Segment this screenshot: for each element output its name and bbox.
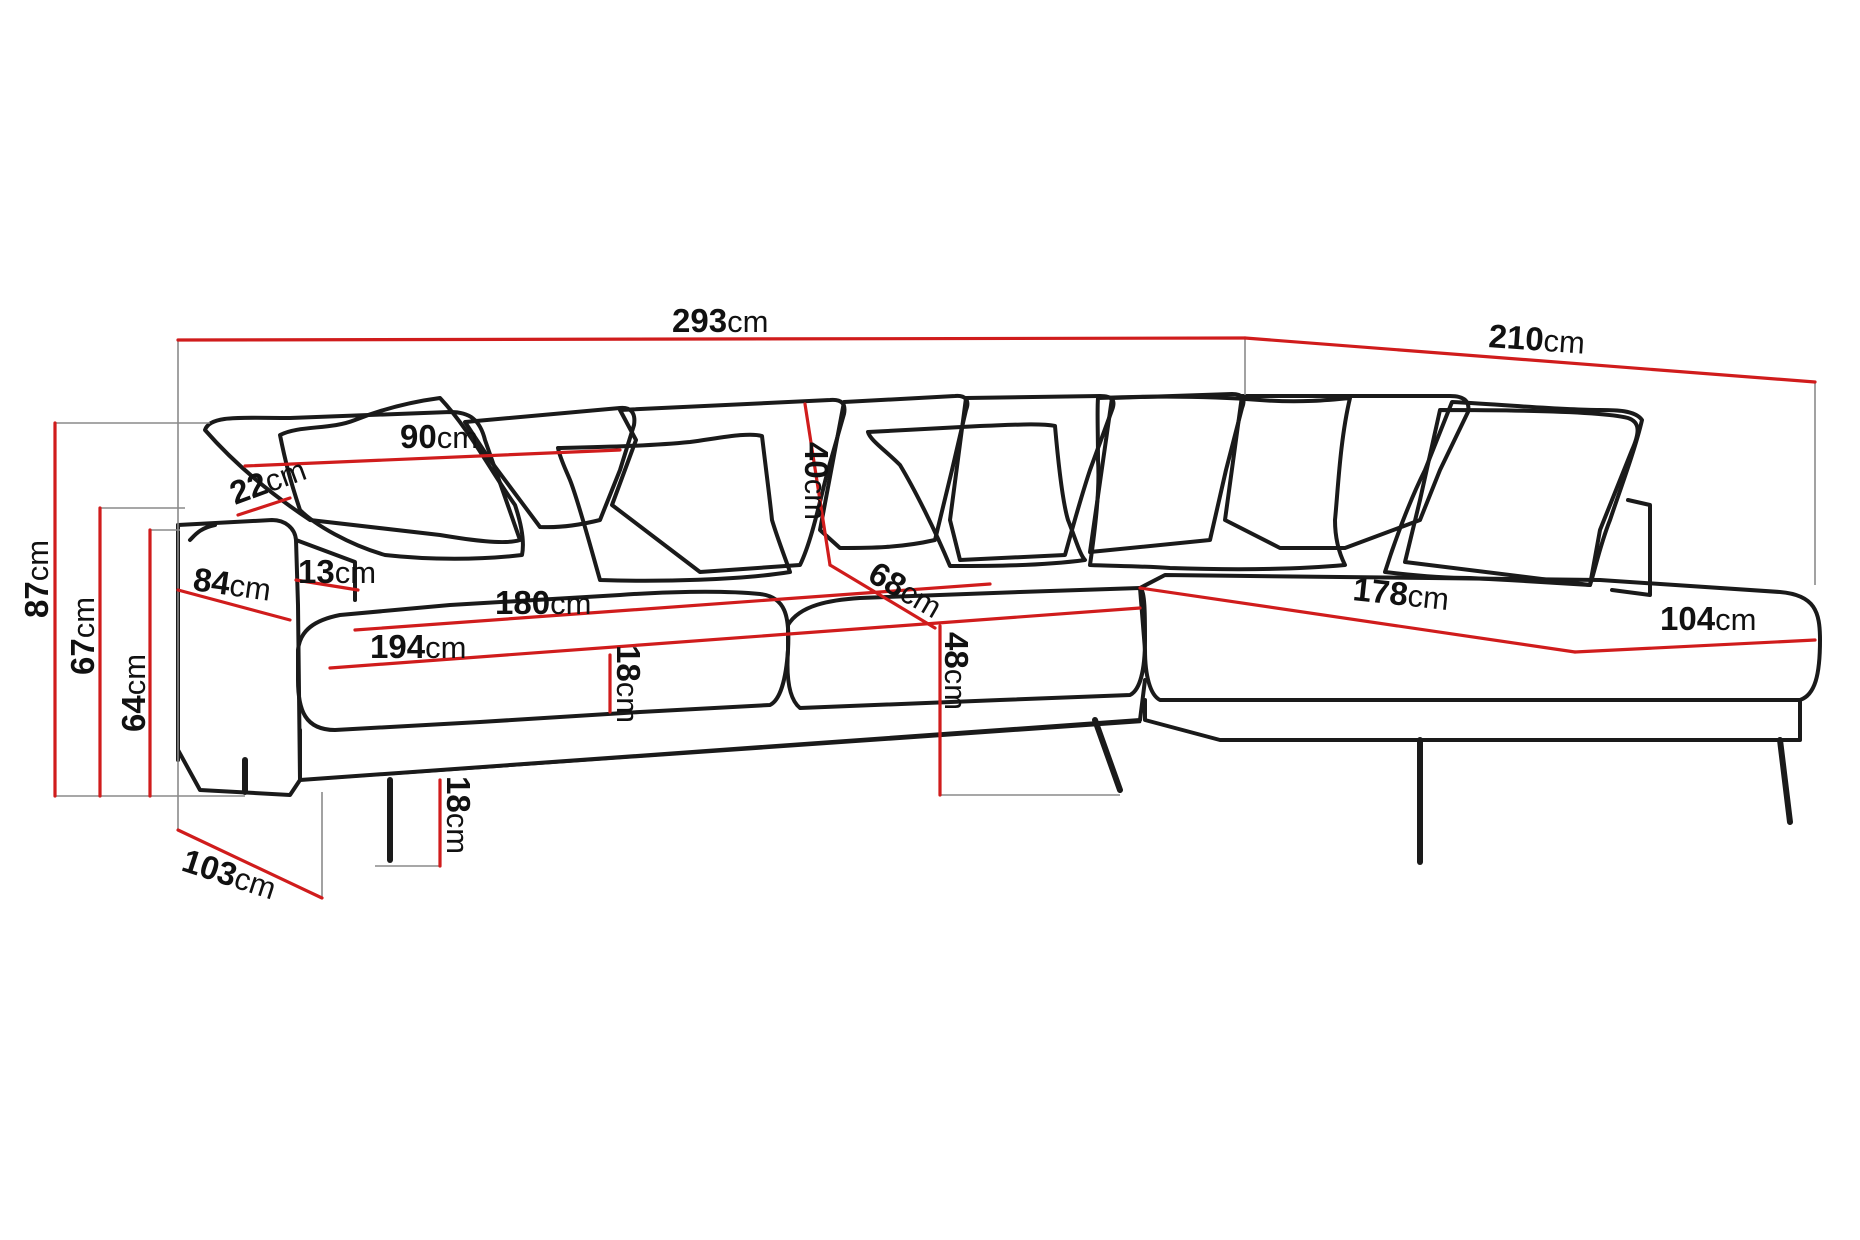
base-line <box>303 720 1142 782</box>
label-backrest: 40cm <box>798 442 835 520</box>
leg-back-mid <box>1092 717 1123 793</box>
scatter-pillow-2 <box>556 432 792 583</box>
label-arm-height: 64cm <box>115 654 152 732</box>
scatter-pillow-5 <box>1383 400 1644 587</box>
label-back-height: 67cm <box>64 597 101 675</box>
left-armrest <box>176 518 302 797</box>
dim-line-backrest <box>803 402 832 567</box>
back-pillow-left <box>203 410 522 545</box>
label-cushion-height: 18cm <box>610 645 647 723</box>
label-chaise-width: 178cm <box>1351 570 1451 617</box>
dim-line-arm-width <box>294 578 360 592</box>
label-chaise-length: 210cm <box>1488 317 1587 361</box>
dim-line-pillow-depth <box>236 496 292 517</box>
extension-lines <box>55 338 1816 898</box>
label-chaise-depth: 104cm <box>1660 600 1756 637</box>
dim-line-pillow-width <box>243 448 622 468</box>
back-pillow-7 <box>1223 394 1471 550</box>
dim-line-cushion <box>328 606 1142 670</box>
leg-chaise-right <box>1777 737 1793 825</box>
dim-line-arm-depth <box>176 588 292 622</box>
dim-line-chaise-length <box>1243 336 1817 384</box>
dimension-lines <box>53 336 1817 900</box>
scatter-pillow-1 <box>278 396 525 561</box>
label-arm-width: 13cm <box>298 553 376 590</box>
label-seat-height: 48cm <box>938 632 975 710</box>
left-armrest-inner <box>294 538 357 602</box>
dim-line-total-width <box>176 336 1247 342</box>
seat-cushion-left <box>296 589 791 732</box>
label-total-depth: 103cm <box>178 841 281 906</box>
label-arm-depth: 84cm <box>191 560 273 608</box>
dim-line-total-depth <box>176 828 324 900</box>
dim-line-chaise-depth <box>1573 638 1817 654</box>
scatter-pillow-3 <box>866 422 1087 568</box>
label-pillow-width: 90cm <box>400 418 478 455</box>
dimension-labels: 293cm 210cm 90cm 22cm 40cm 180cm 194cm 6… <box>18 302 1756 906</box>
back-pillow-4 <box>818 393 970 550</box>
sofa-base-chaise <box>1143 698 1802 742</box>
scatter-pillow-4 <box>1088 394 1352 572</box>
dim-line-chaise-width <box>1138 586 1577 654</box>
label-cushion: 194cm <box>370 628 466 665</box>
dim-line-seat-width <box>353 582 992 632</box>
label-seat-width: 180cm <box>495 584 591 621</box>
label-seat-depth: 68cm <box>863 554 949 625</box>
label-total-width: 293cm <box>672 302 768 339</box>
label-leg-height: 18cm <box>440 776 477 854</box>
back-frame-right <box>1610 498 1652 597</box>
dim-line-seat-depth <box>828 563 937 630</box>
back-pillow-6 <box>1088 392 1246 554</box>
label-total-height: 87cm <box>18 540 55 618</box>
back-pillow-3 <box>610 397 847 574</box>
chaise-cushion <box>1138 573 1822 702</box>
sofa-outline <box>176 392 1822 865</box>
back-pillow-5 <box>948 394 1116 562</box>
